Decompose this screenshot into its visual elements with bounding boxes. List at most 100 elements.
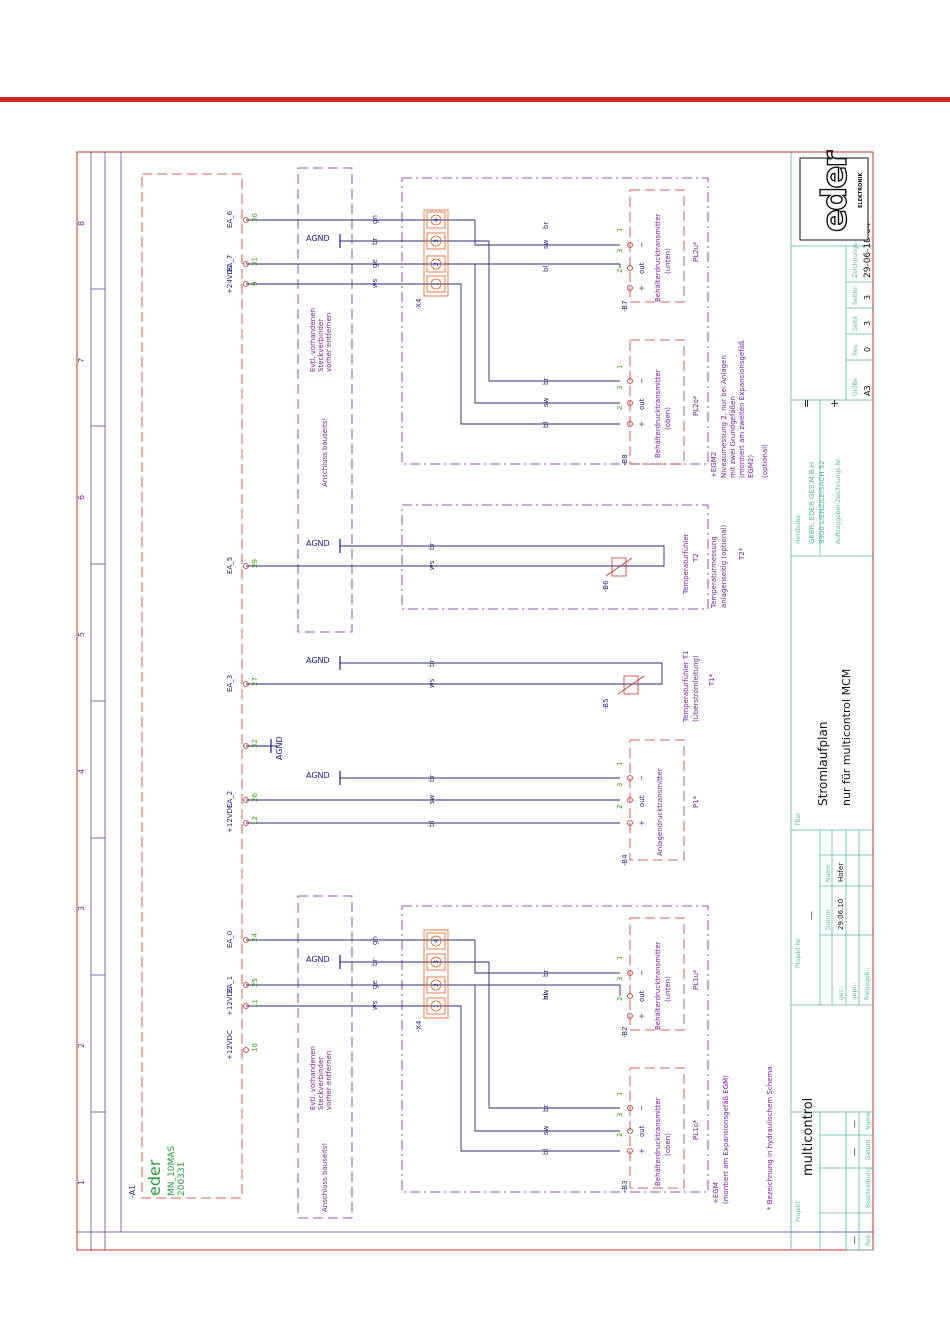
agnd-label: AGND — [306, 234, 330, 243]
egm-note: +EGM (montiert am Expansionsgefäß EGM) — [712, 1075, 730, 1204]
sensor-desc: (Überströmleitung) — [691, 655, 700, 722]
terminal: 32 — [243, 739, 259, 749]
drawing-nr-label: Zeichnungs-Nr. — [852, 233, 859, 278]
terminal: 31 EA_7 — [226, 255, 259, 272]
drawing-frame — [76, 151, 874, 1251]
transmitter-name: Behälterdrucktransmitter — [654, 941, 662, 1030]
egm2-note-line: +EGM2 — [710, 452, 718, 478]
transmitter-tag: P1* — [692, 795, 700, 808]
wire-color: br — [428, 660, 436, 667]
plug-note-line: vorher entfernen — [325, 313, 333, 372]
size-value: A3 — [863, 385, 872, 396]
pin-polarity: out — [638, 262, 646, 274]
controller-model: MN_10MAS — [167, 1146, 177, 1196]
wire-color: sw — [542, 1125, 550, 1135]
column-number: 3 — [77, 906, 86, 911]
terminal-pin: 32 — [251, 739, 259, 748]
temp-measure-note: anlagenseitig (optional) — [720, 524, 728, 608]
agnd-label: AGND — [306, 539, 330, 548]
wire-color: sw — [542, 239, 550, 249]
terminal-signal: EA_0 — [226, 931, 234, 948]
site-connection-box-1: Evtl. vorhandenen Steckverbinder vorher … — [297, 895, 353, 1219]
transmitter-tag: PL1u* — [692, 969, 700, 990]
egm2-note-line: EGM2) — [747, 455, 755, 478]
pin-polarity: out — [638, 1125, 646, 1137]
pin-label: 3 — [616, 386, 624, 390]
pin-label: 3 — [616, 977, 624, 981]
transmitter-b8: 1 3 2 − out + Behälterdrucktransmitter (… — [616, 339, 700, 466]
agnd-label: AGND — [306, 771, 330, 780]
terminal-signal: EA_2 — [226, 791, 234, 808]
pin-polarity: − — [638, 970, 646, 976]
transmitter-tag: PL2u* — [692, 241, 700, 262]
sensor-ref: -B5 — [602, 698, 610, 710]
plug-note-line: Steckverbinder — [317, 319, 325, 372]
site-note: Anschluss bauseits! — [321, 418, 329, 487]
wire-color: bl — [542, 1149, 550, 1155]
column-number: 8 — [77, 221, 86, 226]
drawing-title: Stromlaufplan — [816, 722, 830, 806]
gepr-label: gepr.: — [851, 983, 858, 1000]
egm-note-line: (montiert am Expansionsgefäß EGM) — [722, 1075, 730, 1204]
manufacturer-label: Hersteller — [795, 514, 802, 544]
gez-label: gez.: — [838, 985, 845, 1000]
terminal-pin: 24 — [251, 933, 259, 942]
terminal-pin: 29 — [251, 559, 259, 568]
wire-color: bl — [428, 821, 436, 827]
pin-polarity: − — [638, 1105, 646, 1111]
x4-pin: 2 — [433, 983, 440, 987]
plug-note-line: vorher entfernen — [325, 1051, 333, 1110]
x4-pin: 3 — [433, 239, 440, 243]
drawing-subtitle: nur für multicontrol MCM — [840, 669, 853, 806]
terminal-pin: 12 — [251, 816, 259, 825]
transmitter-ref: -B4 — [621, 854, 629, 866]
plus-sign: + — [828, 399, 841, 408]
agnd-label: AGND — [306, 656, 330, 665]
column-numbers: 1 2 3 4 5 6 7 8 — [77, 221, 86, 1185]
x4-connector-upper: 4 3 2 1 -X4 — [415, 209, 449, 310]
controller-ref: -A1 — [128, 1185, 137, 1198]
sensor-ref: -B6 — [602, 580, 610, 592]
page-value: 3 — [863, 321, 872, 326]
title-label: Titel — [795, 813, 802, 827]
sensor-tag: T1* — [708, 673, 716, 687]
terminal-pin: 31 — [251, 257, 259, 266]
x4-pin: 2 — [433, 262, 440, 266]
rev-dash: — — [850, 1120, 859, 1128]
wire-color: ge — [371, 980, 379, 989]
transmitter-pos: (oben) — [664, 407, 672, 430]
wire-color: ge — [371, 259, 379, 268]
rev-value: 0 — [863, 347, 872, 352]
terminal-pin: 30 — [251, 213, 259, 222]
agnd-symbols — [246, 234, 341, 969]
pin-label: 2 — [616, 1133, 624, 1137]
project-nr-label: Projekt Nr. — [795, 937, 802, 968]
pin-label: 1 — [616, 956, 624, 960]
pin-polarity: out — [638, 398, 646, 410]
pin-polarity: − — [638, 775, 646, 781]
eder-logo: eder ELEKTRONIK — [799, 150, 869, 241]
sensor-name: Temperaturfühler — [682, 533, 690, 595]
rev-col-label: Rev. — [852, 343, 859, 356]
terminal-signal: +12VDC — [226, 1030, 234, 1060]
manufacturer-line: 9900 LIENZ/LEISACH 52 — [818, 460, 826, 544]
wire-color: sw — [542, 397, 550, 407]
drawn-date: 29.06.10 — [837, 899, 845, 930]
transmitter-ref: -B2 — [621, 1026, 629, 1038]
terminal: 30 EA_6 — [226, 210, 259, 228]
rev-dash: — — [850, 1148, 859, 1156]
temp-sensor-b5: -B5 Temperaturfühler T1 (Überströmleitun… — [602, 650, 716, 723]
drawn-name: Hofer — [837, 863, 845, 882]
transmitter-b3: 1 3 2 − out + Behälterdrucktransmitter (… — [616, 1067, 700, 1192]
pin-label: 3 — [616, 249, 624, 253]
egm2-note-line: mit zwei Grundgefäßen — [729, 396, 737, 478]
terminal-signal: EA_6 — [226, 210, 234, 228]
terminal-signal: EA_3 — [226, 675, 234, 692]
pin-label: 2 — [616, 406, 624, 410]
transmitter-name: Behälterdrucktransmitter — [654, 369, 662, 458]
wire-color: sw — [542, 989, 550, 999]
manufacturer-line: GEBR. EDER GES.M.B.H — [808, 462, 816, 544]
x4-pin: 1 — [433, 1004, 440, 1008]
wire-color: br — [428, 775, 436, 782]
wire-color: ws — [371, 278, 379, 288]
